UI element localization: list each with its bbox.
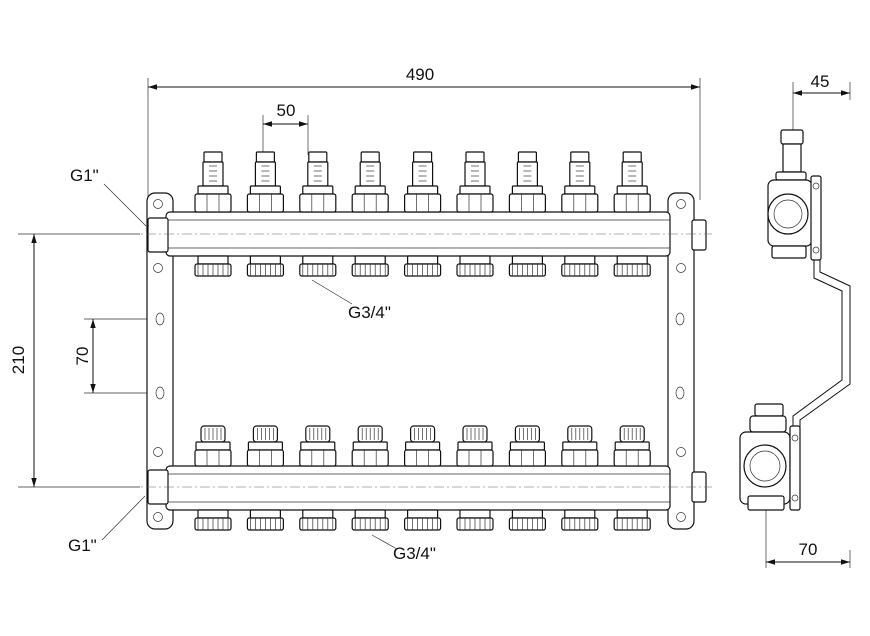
label-outlet-top: G3/4" [348, 303, 391, 322]
label-inlet-top: G1" [70, 166, 99, 185]
outlet-fitting [404, 255, 442, 277]
dim-side-depth-top: 45 [811, 72, 830, 91]
flowmeter [456, 151, 494, 213]
outlet-fitting [351, 509, 389, 531]
dim-side-depth-bottom: 70 [799, 540, 818, 559]
valve [613, 425, 651, 467]
valve [246, 425, 284, 467]
outlet-fitting [299, 255, 337, 277]
outlet-row-top [194, 255, 651, 277]
outlet-fitting [613, 255, 651, 277]
top-header [128, 211, 712, 257]
outlet-fitting [404, 509, 442, 531]
outlet-fitting [613, 509, 651, 531]
dim-circuit-spacing: 50 [277, 101, 296, 120]
valve [561, 425, 599, 467]
bottom-header [128, 465, 712, 511]
flowmeter [613, 151, 651, 213]
flowmeter [508, 151, 546, 213]
valve [194, 425, 232, 467]
outlet-row-bottom [194, 509, 651, 531]
valve [508, 425, 546, 467]
outlet-fitting [508, 509, 546, 531]
dimension-lines: 490 50 45 70 210 70 [9, 65, 851, 568]
valve-row [194, 425, 651, 467]
outlet-fitting [456, 509, 494, 531]
valve [404, 425, 442, 467]
valve [351, 425, 389, 467]
flowmeter [246, 151, 284, 213]
flowmeter [561, 151, 599, 213]
flowmeter [194, 151, 232, 213]
flowmeter [299, 151, 337, 213]
leader-labels: G1" G1" G3/4" G3/4" [68, 166, 436, 563]
outlet-fitting [246, 509, 284, 531]
left-bracket [146, 192, 174, 530]
flowmeter-row [194, 151, 651, 213]
outlet-fitting [561, 509, 599, 531]
flowmeter [351, 151, 389, 213]
dim-bracket-hole-spacing: 70 [73, 347, 92, 366]
outlet-fitting [194, 509, 232, 531]
label-outlet-bottom: G3/4" [393, 544, 436, 563]
right-bracket [667, 192, 695, 530]
valve [299, 425, 337, 467]
dim-header-spacing: 210 [9, 346, 28, 374]
dim-total-width: 490 [406, 65, 434, 84]
valve [456, 425, 494, 467]
outlet-fitting [194, 255, 232, 277]
outlet-fitting [561, 255, 599, 277]
outlet-fitting [246, 255, 284, 277]
outlet-fitting [456, 255, 494, 277]
outlet-fitting [508, 255, 546, 277]
outlet-fitting [299, 509, 337, 531]
label-inlet-bottom: G1" [68, 536, 97, 555]
outlet-fitting [351, 255, 389, 277]
side-view [739, 129, 851, 511]
flowmeter [404, 151, 442, 213]
